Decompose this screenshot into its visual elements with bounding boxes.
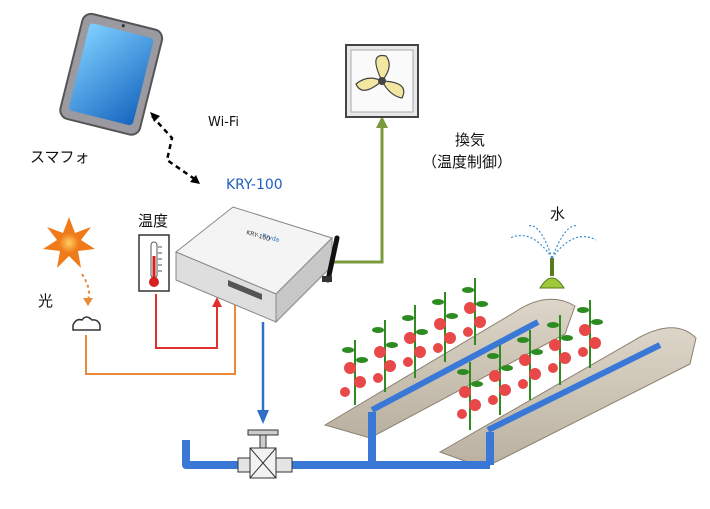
ventilation-label: 換気 [455, 131, 486, 149]
sun-icon [43, 217, 95, 268]
drip-line-front [486, 342, 662, 433]
thermometer-icon [138, 234, 170, 292]
temperature-label: 温度 [138, 212, 169, 230]
sunlight-arrow-head [83, 298, 93, 306]
wifi-arrow-up [150, 112, 160, 122]
tomato-plants-front [457, 300, 603, 430]
controller-device: Kryda KRY-100 [175, 206, 333, 324]
fan-line [328, 126, 384, 264]
raised-bed-front [438, 327, 697, 469]
light-label: 光 [38, 292, 54, 310]
temperature-line [155, 294, 218, 349]
controller-output-head [257, 410, 269, 424]
sprinkler-icon [509, 225, 597, 289]
temperature-line-head [212, 297, 222, 307]
tablet-icon [59, 12, 164, 136]
water-pipe [182, 412, 494, 469]
wifi-label: Wi-Fi [208, 115, 240, 130]
fan-icon [345, 44, 419, 118]
wifi-link [151, 115, 197, 182]
drip-line-back [370, 319, 540, 413]
controller-label: KRY-100 [226, 177, 283, 193]
fan-line-head [376, 116, 388, 128]
water-label: 水 [550, 205, 566, 223]
light-line [85, 303, 236, 375]
smartphone-label: スマフォ [30, 148, 90, 166]
sunlight-arrow [81, 273, 91, 301]
antenna-icon [322, 235, 340, 283]
tomato-plants-back [340, 278, 488, 405]
light-sensor-icon [72, 316, 101, 331]
device-brand: Kryda [261, 232, 280, 244]
wifi-arrow-down [190, 175, 200, 184]
ventilation-note: （温度制御） [422, 153, 513, 171]
valve-icon [237, 429, 293, 479]
